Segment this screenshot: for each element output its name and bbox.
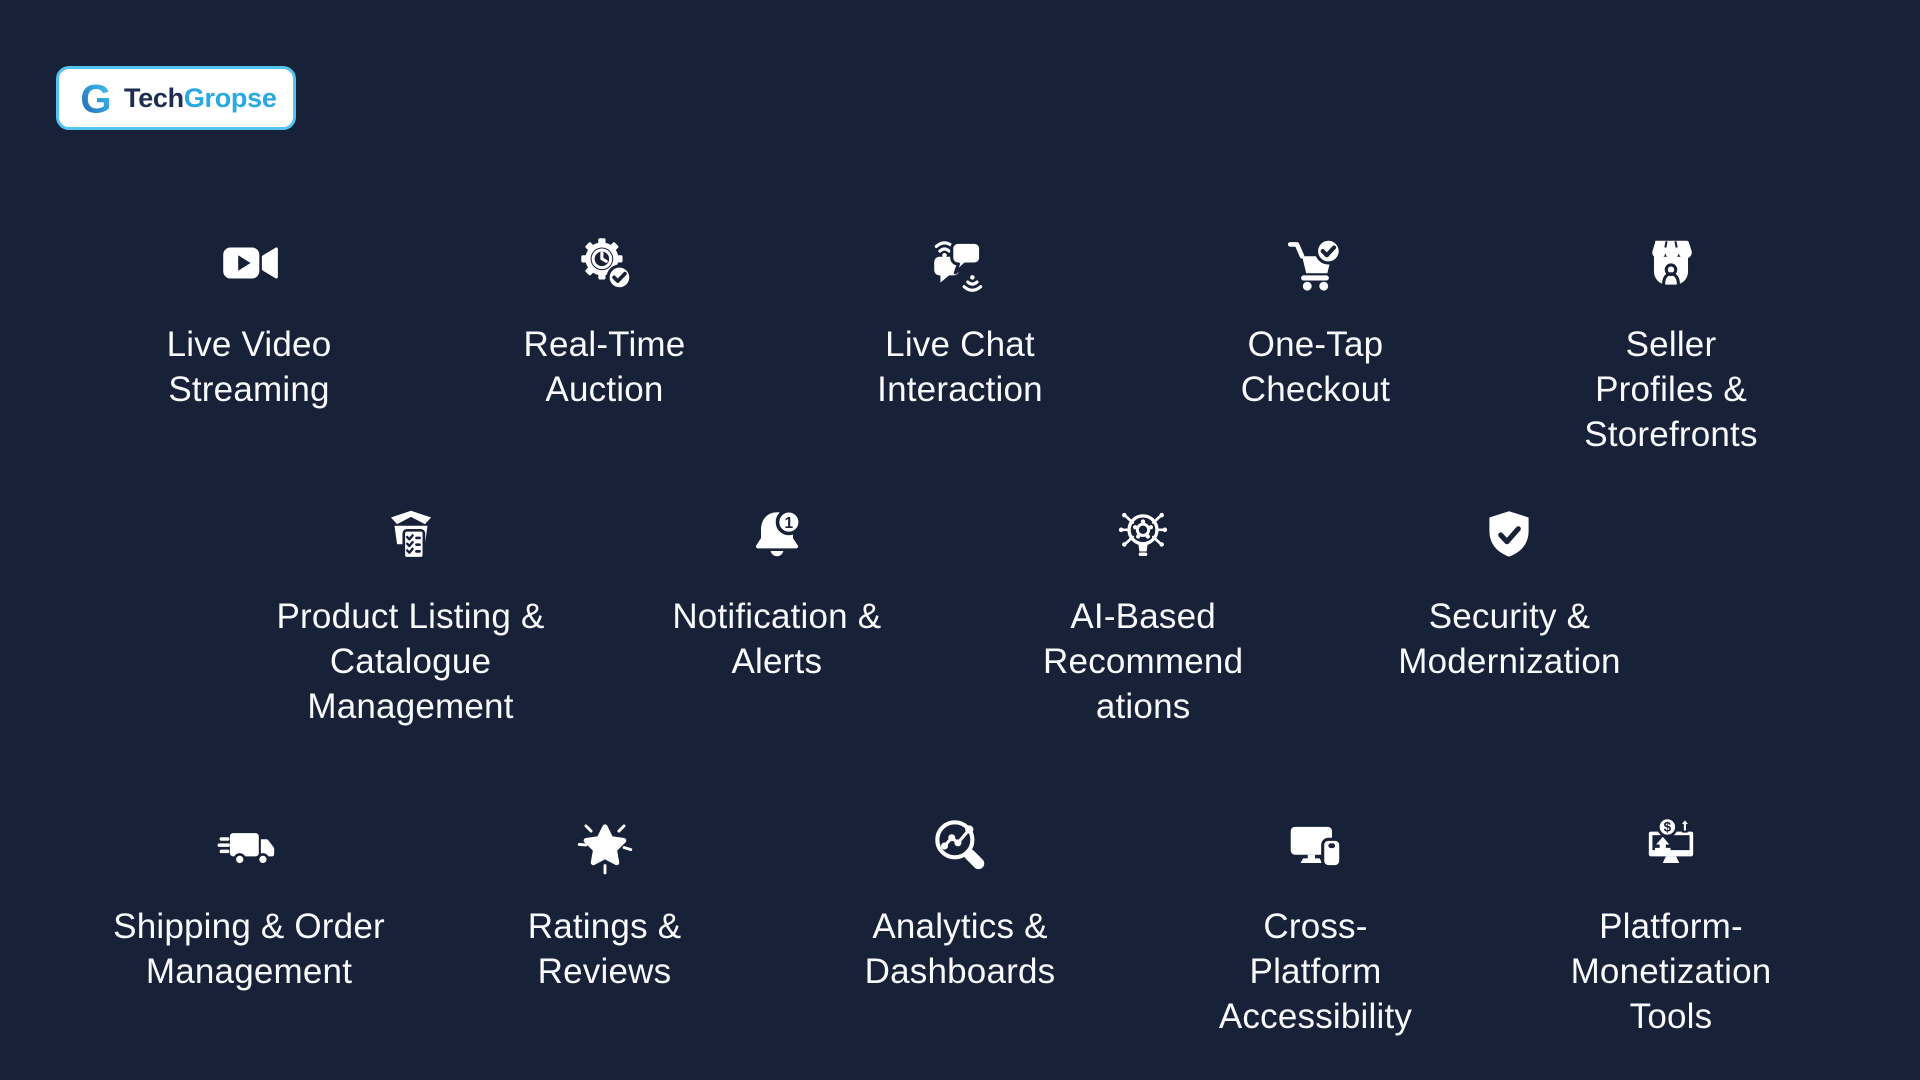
logo-letter: G: [80, 77, 111, 119]
feature-label: Shipping & Order Management: [113, 907, 385, 992]
shield-check-icon: [1476, 503, 1542, 569]
feature-item: Shipping & Order Management: [84, 813, 414, 1039]
feature-row: Live Video Streaming Real-Time Auction L…: [84, 231, 1836, 457]
logo-text-secondary: Gropse: [183, 82, 277, 113]
logo-wordmark: TechGropse: [124, 83, 277, 114]
analytics-magnifier-icon: [927, 813, 993, 879]
feature-item: Seller Profiles & Storefronts: [1506, 231, 1836, 457]
video-camera-icon: [216, 231, 282, 297]
feature-label: Cross- Platform Accessibility: [1218, 907, 1413, 1037]
star-sparkle-icon: [572, 813, 638, 879]
feature-row: Shipping & Order Management Ratings & Re…: [84, 813, 1836, 1039]
feature-item: Real-Time Auction: [440, 231, 770, 457]
chat-bubbles-wifi-icon: [927, 231, 993, 297]
feature-item: AI-Based Recommend ations: [971, 503, 1316, 729]
feature-item: Security & Modernization: [1337, 503, 1682, 729]
feature-label: AI-Based Recommend ations: [1043, 597, 1244, 727]
feature-label: One-Tap Checkout: [1240, 325, 1391, 410]
feature-label: Seller Profiles & Storefronts: [1584, 325, 1758, 455]
feature-item: One-Tap Checkout: [1151, 231, 1481, 457]
techgropse-logo-mark-icon: G: [80, 77, 111, 119]
feature-item: 1 Notification & Alerts: [604, 503, 949, 729]
bell-badge-icon: 1: [744, 503, 810, 569]
logo-text-primary: Tech: [124, 82, 184, 113]
feature-item: Live Video Streaming: [84, 231, 414, 457]
delivery-truck-icon: [216, 813, 282, 879]
feature-label: Security & Modernization: [1398, 597, 1621, 682]
feature-item: Ratings & Reviews: [440, 813, 770, 1039]
feature-label: Real-Time Auction: [523, 325, 686, 410]
feature-label: Notification & Alerts: [672, 597, 882, 682]
feature-item: Product Listing & Catalogue Management: [238, 503, 583, 729]
cross-platform-icon: [1283, 813, 1349, 879]
storefront-icon: [1638, 231, 1704, 297]
feature-item: Analytics & Dashboards: [795, 813, 1125, 1039]
feature-label: Platform- Monetization Tools: [1570, 907, 1772, 1037]
svg-text:1: 1: [784, 515, 793, 532]
feature-label: Product Listing & Catalogue Management: [276, 597, 545, 727]
ai-bulb-gear-icon: [1110, 503, 1176, 569]
box-checklist-icon: [378, 503, 444, 569]
feature-label: Analytics & Dashboards: [864, 907, 1056, 992]
feature-label: Ratings & Reviews: [527, 907, 682, 992]
techgropse-logo: G TechGropse: [56, 66, 296, 130]
feature-item: Live Chat Interaction: [795, 231, 1125, 457]
feature-item: Cross- Platform Accessibility: [1151, 813, 1481, 1039]
svg-text:$: $: [1664, 820, 1672, 835]
feature-label: Live Chat Interaction: [877, 325, 1043, 410]
monetization-monitor-icon: $: [1638, 813, 1704, 879]
cart-check-icon: [1283, 231, 1349, 297]
gear-clock-icon: [572, 231, 638, 297]
feature-label: Live Video Streaming: [166, 325, 332, 410]
feature-item: $ Platform- Monetization Tools: [1506, 813, 1836, 1039]
feature-row: Product Listing & Catalogue Management 1…: [238, 503, 1682, 729]
